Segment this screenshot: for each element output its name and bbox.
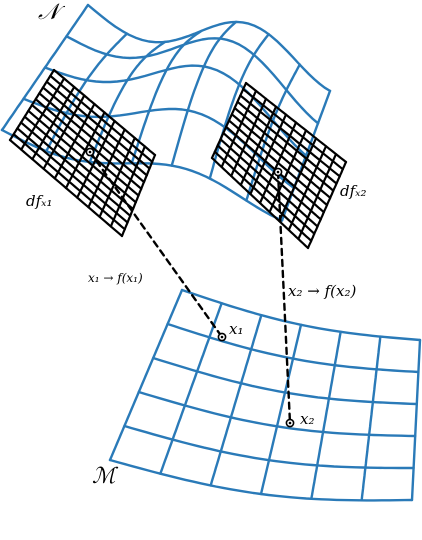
mapping-lines: [85, 147, 295, 428]
df-x1-label: dfₓ₁: [26, 192, 53, 210]
tangent-plane-x1-line-v1: [20, 77, 66, 151]
map-x1-label: x₁ → f(x₁): [88, 271, 143, 285]
tangent-plane-x1-line-v10: [120, 153, 157, 238]
manifold-M-label: ℳ: [92, 464, 116, 489]
mapping-line-x1: [88, 150, 224, 339]
manifold-N-line-u3: [65, 35, 320, 125]
manifold-N-line-v0: [0, 3, 90, 132]
tangent-plane-x2-line-v7: [278, 137, 318, 223]
df-x2-label: dfₓ₂: [340, 182, 367, 200]
manifold-N-line-u4: [86, 3, 332, 93]
tangent-plane-x1: [8, 68, 157, 238]
tangent-plane-x2-line-v3: [239, 105, 278, 187]
tangent-plane-x2: [210, 81, 348, 250]
tangent-plane-x1-line-v9: [109, 145, 146, 228]
tangent-plane-x1-line-v3: [42, 94, 86, 170]
manifold-N-line-v4: [170, 20, 238, 167]
manifold-M-line-v1: [159, 302, 223, 475]
manifold-M-line-v2: [209, 314, 263, 487]
manifold-N-line-v3: [130, 29, 203, 165]
tangent-plane-x1-line-v0: [8, 68, 56, 142]
tangent-plane-x1-line-v6: [76, 119, 116, 199]
point-fx1-center: [88, 150, 92, 154]
tangent-plane-x2-line-v8: [287, 145, 328, 232]
manifold-N-label: 𝒩: [38, 0, 60, 25]
tangent-plane-x2-line-v10: [306, 160, 348, 250]
tangent-plane-x2-line-v9: [297, 153, 338, 241]
map-x2-label: x₂ → f(x₂): [288, 282, 357, 300]
manifold-N-line-v2: [88, 40, 167, 164]
tangent-plane-x1-line-v7: [87, 128, 126, 209]
manifold-N-line-v1: [45, 32, 129, 153]
tangent-plane-x2-line-v2: [230, 97, 268, 178]
point-x1-label: x₁: [229, 320, 244, 338]
manifold-N-line-u2: [43, 64, 308, 157]
tangent-plane-x2-line-v0: [210, 81, 248, 160]
tangent-plane-x2-line-v6: [268, 129, 308, 214]
tangent-plane-x1-line-v5: [64, 111, 106, 190]
point-fx2-center: [276, 170, 280, 174]
point-x1-center: [220, 335, 224, 339]
mapping-line-x2: [276, 170, 292, 425]
manifold-M-line-v0: [108, 288, 184, 462]
tangent-plane-x1-line-v2: [31, 85, 76, 161]
tangent-plane-x1-line-v8: [98, 136, 136, 218]
point-x2-center: [288, 421, 292, 425]
point-x2-label: x₂: [300, 410, 315, 428]
manifold-M-grid: [108, 288, 422, 502]
manifold-M-line-v4: [310, 330, 342, 500]
manifold-M-line-v5: [360, 335, 382, 502]
tangent-plane-x2-line-v5: [258, 121, 298, 205]
tangent-plane-x2-line-v1: [220, 89, 258, 169]
tangent-plane-x2-line-v4: [249, 113, 288, 196]
tangent-plane-x1-line-v4: [53, 102, 96, 180]
manifold-M-line-v3: [259, 323, 303, 496]
manifold-M-line-v6: [410, 338, 422, 502]
